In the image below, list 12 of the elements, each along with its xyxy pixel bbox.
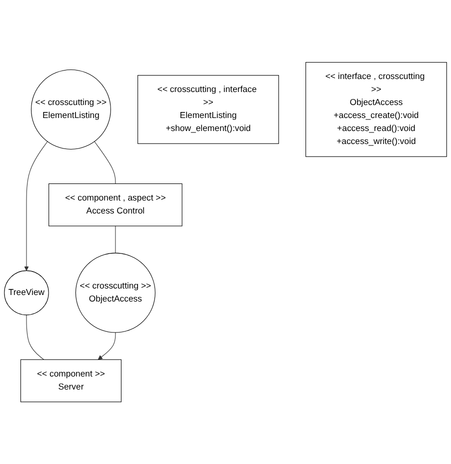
node-circle: TreeView	[4, 270, 49, 316]
connector	[26, 314, 44, 360]
node-box: << crosscutting , interface >> ElementListing +show_element():void	[138, 74, 279, 144]
node-box: << component >> Server	[20, 359, 122, 402]
connector	[94, 141, 116, 184]
connector	[115, 226, 116, 254]
node-box: << interface , crosscutting >> ObjectAccess +access_create():void +access_read():void +access_write():void	[306, 62, 447, 157]
node-circle: << crosscutting >> ElementListing	[30, 69, 111, 150]
node-circle: << crosscutting >> ObjectAccess	[75, 252, 156, 333]
arrow	[98, 332, 116, 360]
arrow	[24, 141, 48, 271]
node-box: << component , aspect >> Access Control	[48, 183, 182, 226]
